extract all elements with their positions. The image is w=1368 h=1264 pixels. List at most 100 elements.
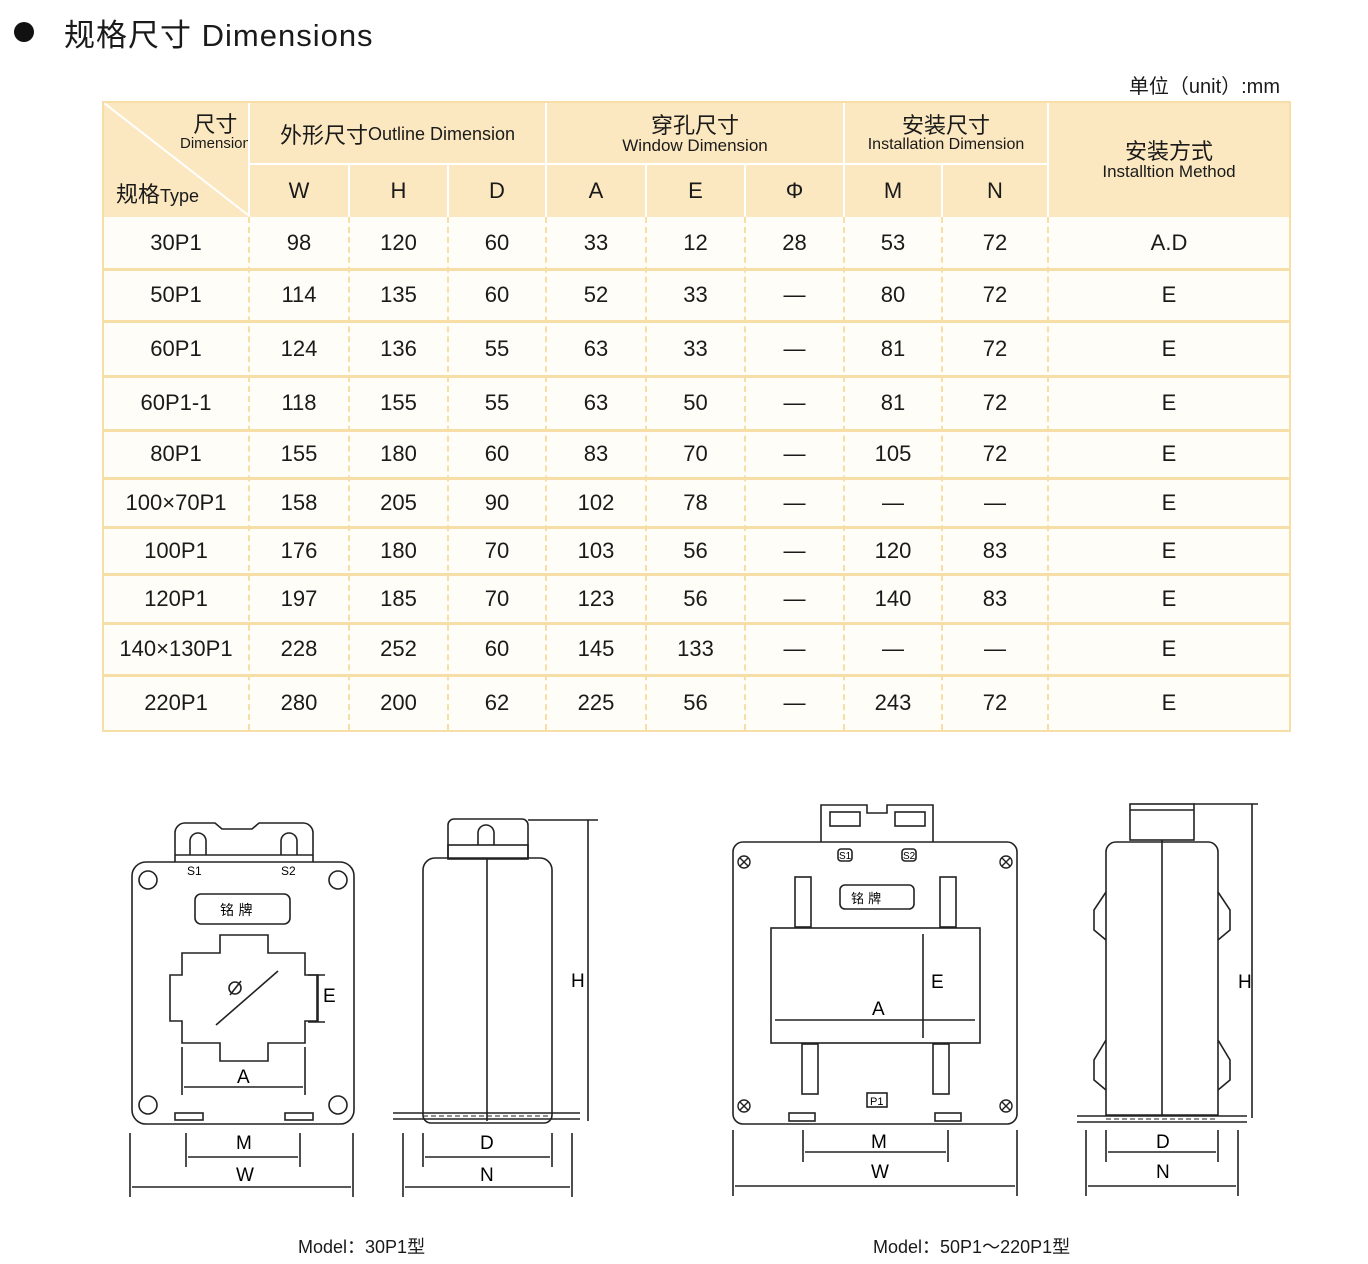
value-cell: 133 (677, 636, 714, 661)
label-s2-right: S2 (903, 851, 916, 862)
value-cell: 80 (880, 282, 906, 307)
value-cell: — (783, 282, 806, 307)
value-cell: — (882, 489, 904, 515)
value-cell: 33 (683, 282, 708, 307)
value-cell: 55 (484, 390, 510, 415)
value-cell: 145 (577, 636, 615, 661)
value-cell: 98 (286, 230, 312, 255)
value-cell: 114 (281, 282, 317, 307)
value-cell: — (984, 489, 1006, 515)
corner-top-cn: 尺寸 (193, 112, 238, 137)
bullet-icon (14, 22, 34, 42)
value-cell: 62 (484, 689, 510, 715)
value-cell: 60 (484, 230, 510, 255)
value-cell: 33 (583, 230, 609, 255)
value-cell: 200 (380, 689, 417, 715)
drawing-50p1-front: S1 S2 铭 牌 P1 E A M W (732, 804, 1018, 1196)
subheader-phi: Φ (785, 178, 804, 203)
value-cell: — (783, 636, 806, 661)
value-cell: 228 (280, 636, 318, 661)
value-cell: 197 (280, 585, 318, 611)
value-cell: 56 (683, 689, 708, 715)
value-cell: 56 (683, 537, 708, 563)
value-cell: A.D (1150, 230, 1188, 255)
value-cell: E (1161, 689, 1177, 715)
value-cell: — (882, 636, 904, 661)
label-M: M (236, 1133, 252, 1154)
value-cell: 120 (874, 537, 912, 563)
value-cell: 81 (880, 335, 906, 361)
subheader-D: D (489, 178, 505, 203)
corner-header: 尺寸 Dimension 规格Type (104, 103, 251, 217)
value-cell: — (783, 441, 806, 466)
type-cell: 100×70P1 (125, 489, 227, 515)
subheader-N: N (987, 178, 1003, 203)
section-title: 规格尺寸 Dimensions (64, 17, 374, 53)
value-cell: 70 (484, 537, 510, 563)
value-cell: — (783, 689, 806, 715)
label-E: E (323, 986, 336, 1007)
value-cell: 83 (982, 537, 1008, 563)
value-cell: 205 (380, 489, 417, 515)
value-cell: E (1161, 489, 1177, 515)
value-cell: 72 (982, 441, 1008, 466)
value-cell: 12 (683, 230, 708, 255)
value-cell: 225 (577, 689, 615, 715)
label-H-right: H (1238, 972, 1252, 993)
value-cell: 136 (380, 335, 417, 361)
label-D: D (480, 1133, 494, 1154)
subheader-W: W (288, 178, 310, 203)
value-cell: — (783, 335, 806, 361)
type-cell: 220P1 (144, 689, 208, 715)
value-cell: 60 (484, 282, 510, 307)
value-cell: 155 (280, 441, 318, 466)
type-cell: 140×130P1 (119, 636, 233, 661)
corner-bottom-cn: 规格 (116, 182, 161, 207)
value-cell: — (783, 489, 806, 515)
label-M-right: M (871, 1132, 887, 1153)
value-cell: 53 (880, 230, 906, 255)
group-header-installation: 安装尺寸 Installation Dimension (867, 113, 1025, 154)
value-cell: 180 (380, 537, 417, 563)
value-cell: 102 (577, 489, 615, 515)
label-s2: S2 (281, 864, 296, 878)
value-cell: 55 (484, 335, 510, 361)
caption-left: Model：30P1型 (298, 1237, 426, 1257)
value-cell: 72 (982, 230, 1008, 255)
value-cell: 78 (683, 489, 708, 515)
value-cell: 72 (982, 689, 1008, 715)
value-cell: E (1161, 636, 1177, 661)
value-cell: — (783, 390, 806, 415)
value-cell: E (1161, 585, 1177, 611)
value-cell: 63 (583, 390, 609, 415)
label-s1-right: S1 (839, 851, 852, 862)
value-cell: — (984, 636, 1006, 661)
value-cell: 243 (874, 689, 912, 715)
value-cell: 252 (380, 636, 417, 661)
value-cell: E (1161, 537, 1177, 563)
value-cell: 140 (874, 585, 912, 611)
value-cell: E (1161, 390, 1177, 415)
caption-right: Model：50P1～220P1型 (873, 1237, 1071, 1257)
value-cell: 60 (484, 441, 510, 466)
value-cell: 118 (281, 390, 317, 415)
subheader-M: M (883, 178, 903, 203)
value-cell: 83 (982, 585, 1008, 611)
type-cell: 50P1 (150, 282, 202, 307)
value-cell: 81 (880, 390, 906, 415)
label-A: A (237, 1067, 250, 1088)
type-cell: 60P1-1 (140, 390, 212, 415)
type-cell: 60P1 (150, 335, 202, 361)
subheader-A: A (588, 178, 604, 203)
label-N: N (480, 1165, 494, 1186)
